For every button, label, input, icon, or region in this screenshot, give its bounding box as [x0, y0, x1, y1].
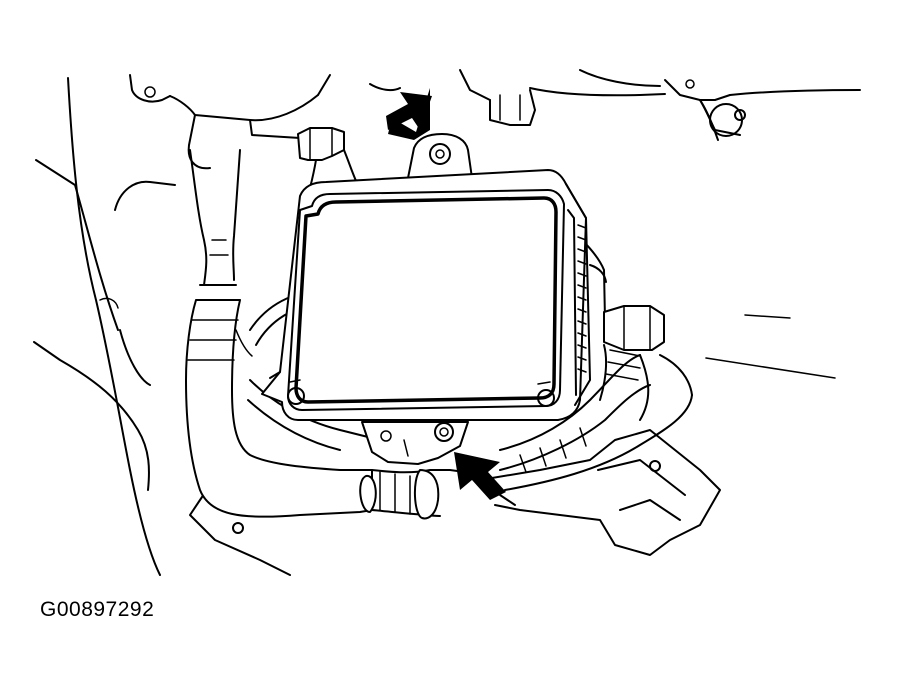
arrow-top — [386, 88, 432, 140]
top-left-connector — [297, 127, 359, 189]
control-module — [261, 133, 591, 465]
side-connector — [581, 239, 665, 401]
arrow-bottom — [454, 452, 506, 500]
figure-code-label: G00897292 — [40, 598, 155, 621]
wire-harness-main — [185, 149, 516, 520]
right-side-bracket — [699, 99, 836, 379]
left-body-panel — [33, 77, 176, 576]
